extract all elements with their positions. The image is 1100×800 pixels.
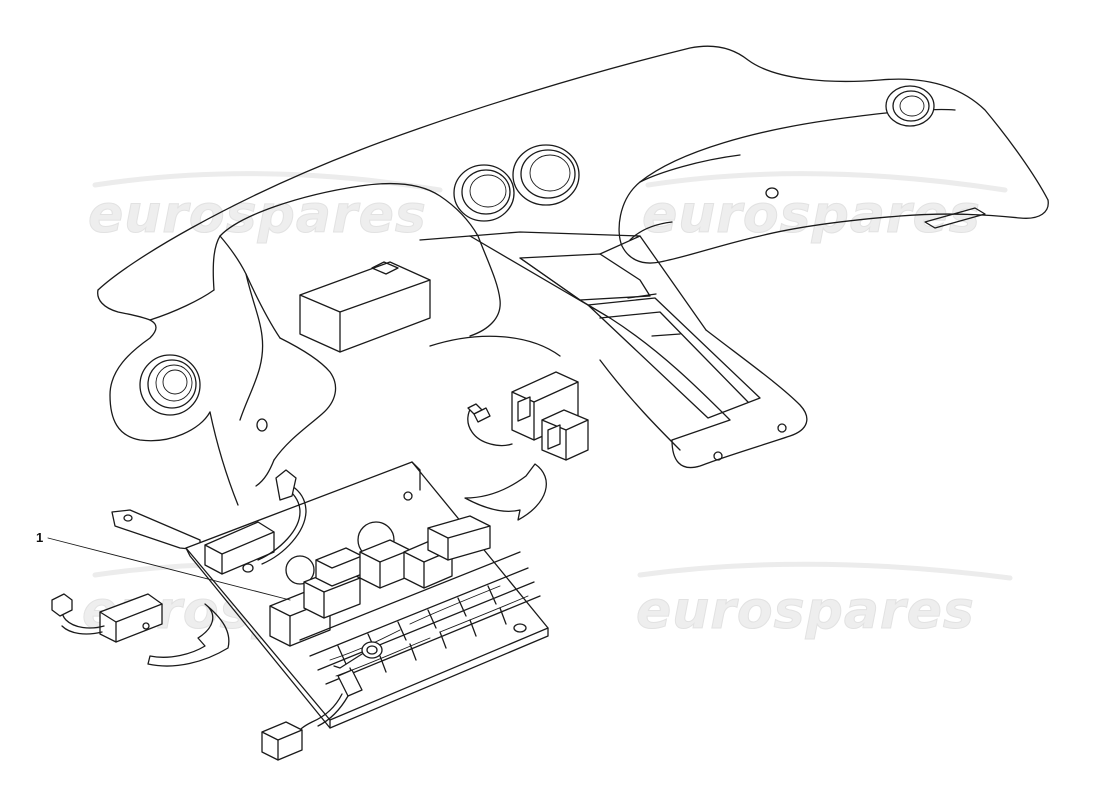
- callout-1: 1: [36, 530, 291, 601]
- mounting-hole: [256, 418, 268, 432]
- air-vent-center-left: [453, 164, 515, 222]
- watermark-text: eurospares: [636, 581, 975, 641]
- watermark-bottom-right: eurospares: [636, 561, 1013, 642]
- relay-connector-block: [511, 371, 589, 461]
- relay-module-loose: [51, 593, 163, 643]
- callout-number: 1: [36, 530, 43, 545]
- callout-leader-line: [47, 537, 291, 601]
- watermark-top-left: eurospares: [88, 171, 443, 246]
- air-vent-left: [139, 354, 201, 416]
- lower-harness-lead: [261, 669, 363, 761]
- relay-harness-lead: [242, 469, 307, 573]
- relay-module-left: [204, 521, 275, 575]
- round-connector: [333, 641, 383, 669]
- mounting-hole: [765, 187, 779, 199]
- dashboard-panel: [97, 45, 1049, 506]
- wire-lead-plug: [467, 403, 513, 447]
- air-vent-center-right: [512, 144, 580, 206]
- assembly-arrow-left: [147, 603, 230, 667]
- mounting-bracket-strap: [111, 509, 201, 551]
- relay-board-assembly: [185, 461, 549, 761]
- watermark-top-right: eurospares: [642, 171, 1008, 246]
- assembly-arrow-right: [464, 463, 547, 521]
- slot: [924, 207, 986, 229]
- control-module-box: [299, 261, 431, 353]
- relay-row: [269, 515, 491, 647]
- air-vent-right: [885, 85, 935, 127]
- center-console: [419, 231, 808, 469]
